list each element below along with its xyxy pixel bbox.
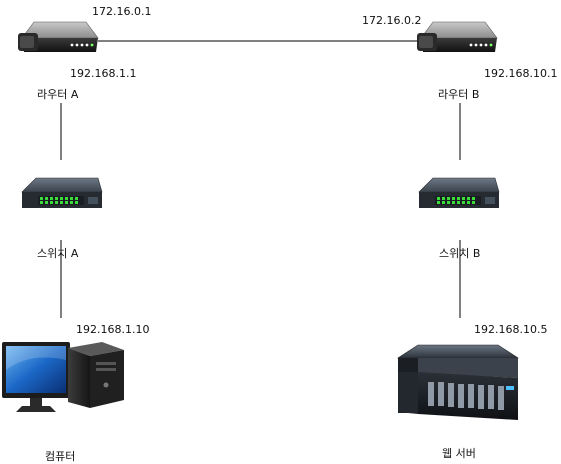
computer-label: 컴퓨터: [45, 450, 76, 463]
router-b-lan-ip: 192.168.10.1: [484, 67, 558, 80]
switch-icon: [21, 177, 103, 208]
switch-b-label: 스위치 B: [439, 247, 481, 260]
switch-a-label: 스위치 A: [37, 247, 79, 260]
web-server-label: 웹 서버: [442, 447, 476, 460]
router-b-wan-ip: 172.16.0.2: [362, 14, 422, 27]
router-a-wan-ip: 172.16.0.1: [92, 5, 152, 18]
server-icon: [396, 344, 520, 420]
router-a-label: 라우터 A: [37, 88, 79, 101]
web-server-ip: 192.168.10.5: [474, 323, 548, 336]
computer-ip: 192.168.1.10: [76, 323, 150, 336]
router-a-lan-ip: 192.168.1.1: [70, 67, 137, 80]
router-icon: [417, 21, 498, 52]
switch-icon: [418, 177, 500, 208]
computer-icon: [2, 342, 124, 412]
router-b-label: 라우터 B: [438, 88, 480, 101]
router-icon: [18, 21, 99, 52]
